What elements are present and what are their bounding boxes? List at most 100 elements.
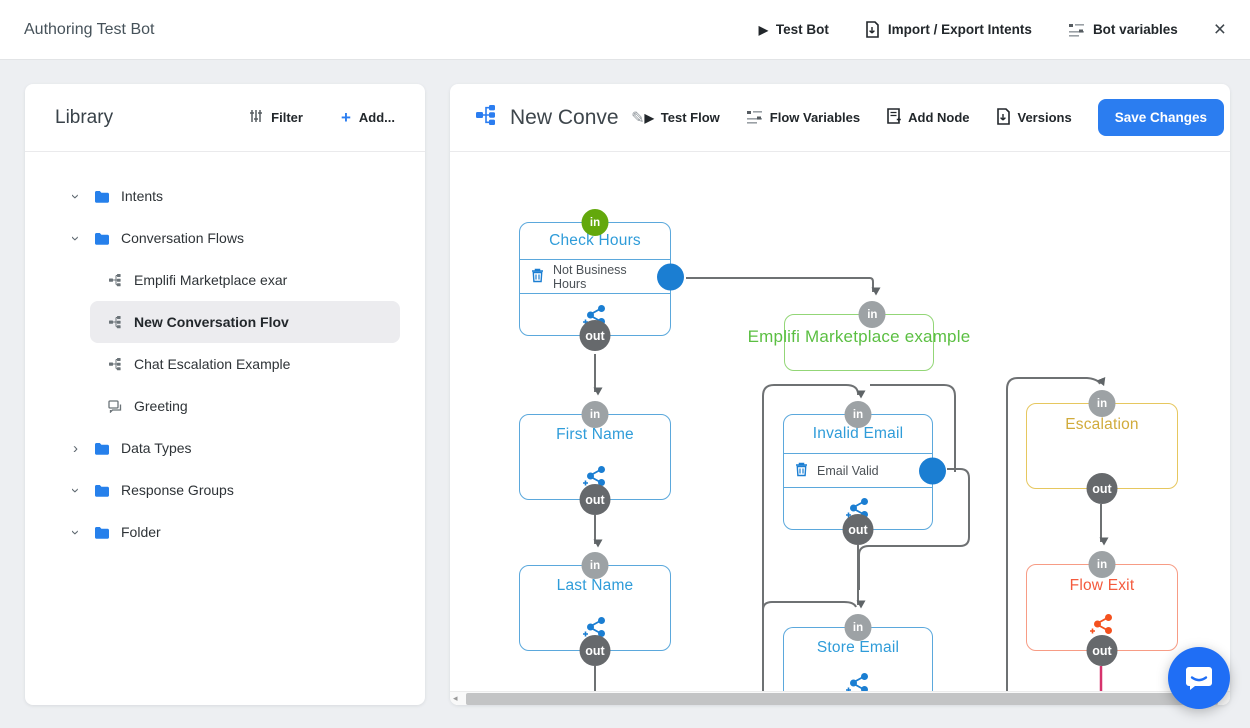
node-title: Flow Exit <box>1069 577 1135 594</box>
add-node-button[interactable]: Add Node <box>886 108 970 127</box>
node-escalation[interactable]: in Escalation out <box>1026 390 1178 504</box>
variables-icon <box>746 109 763 127</box>
chevron-down-icon[interactable]: › <box>67 235 84 241</box>
tree-item-emplifi-marketplace[interactable]: Emplifi Marketplace exar <box>25 259 425 301</box>
tree-item-label: Response Groups <box>121 482 234 498</box>
out-badge[interactable]: out <box>579 635 611 666</box>
in-badge[interactable]: in <box>844 614 872 641</box>
play-icon: ▶ <box>758 22 768 37</box>
node-row-not-business-hours[interactable]: Not Business Hours <box>520 259 684 293</box>
tree-item-new-conversation-flow[interactable]: New Conversation Flov <box>90 301 400 343</box>
trash-icon[interactable] <box>795 462 808 480</box>
tree-item-label: Chat Escalation Example <box>134 356 291 372</box>
flow-canvas[interactable]: in Check Hours Not Business Hours out in… <box>450 152 1230 705</box>
flow-variables-label: Flow Variables <box>769 110 861 125</box>
trash-icon[interactable] <box>531 268 544 286</box>
in-badge[interactable]: in <box>581 552 609 579</box>
in-badge[interactable]: in <box>581 209 609 236</box>
tree-item-label: Data Types <box>121 440 192 456</box>
save-changes-button[interactable]: Save Changes <box>1097 99 1224 136</box>
scroll-left-arrow-icon[interactable]: ◂ <box>453 693 458 703</box>
scrollbar-thumb[interactable] <box>466 693 1218 705</box>
row-label: Not Business Hours <box>553 262 627 291</box>
chevron-down-icon[interactable]: › <box>67 487 84 493</box>
in-badge[interactable]: in <box>581 401 609 428</box>
node-title: Check Hours <box>549 232 641 249</box>
flow-title: New Conversa <box>510 105 619 129</box>
folder-icon <box>93 190 110 203</box>
node-title: First Name <box>556 426 634 443</box>
library-panel: Library Filter + Add... › Intents › Conv… <box>25 84 425 705</box>
in-badge[interactable]: in <box>858 301 886 328</box>
out-badge[interactable]: out <box>1086 473 1118 504</box>
node-first-name[interactable]: in First Name out <box>519 401 671 515</box>
tree-item-label: Conversation Flows <box>121 230 244 246</box>
out-badge[interactable]: out <box>579 320 611 351</box>
plus-icon: + <box>340 108 351 127</box>
connection-port[interactable] <box>919 457 946 484</box>
test-flow-label: Test Flow <box>660 110 720 125</box>
canvas-horizontal-scrollbar[interactable]: ◂ <box>450 691 1230 705</box>
chevron-down-icon[interactable]: › <box>67 529 84 535</box>
node-title: Last Name <box>556 577 634 594</box>
tree-item-label: Greeting <box>134 398 188 414</box>
connection-port[interactable] <box>657 263 684 290</box>
test-flow-button[interactable]: ▶ Test Flow <box>645 110 720 125</box>
filter-label: Filter <box>271 110 303 125</box>
tree-item-chat-escalation[interactable]: Chat Escalation Example <box>25 343 425 385</box>
file-arrow-icon <box>996 107 1011 128</box>
library-actions: Filter + Add... <box>249 109 395 126</box>
node-last-name[interactable]: in Last Name out <box>519 552 671 666</box>
tree-item-conversation-flows[interactable]: › Conversation Flows <box>25 217 425 259</box>
add-label: Add... <box>358 110 395 125</box>
in-badge[interactable]: in <box>1088 551 1116 578</box>
folder-icon <box>93 232 110 245</box>
file-arrow-icon <box>865 21 880 38</box>
tree-item-folder[interactable]: › Folder <box>25 511 425 553</box>
flow-variables-button[interactable]: Flow Variables <box>746 109 860 127</box>
node-row-email-valid[interactable]: Email Valid <box>784 453 946 487</box>
flow-icon <box>106 315 123 329</box>
close-icon[interactable]: × <box>1213 18 1226 41</box>
filter-sliders-icon <box>249 109 263 126</box>
test-bot-label: Test Bot <box>775 22 829 37</box>
node-check-hours[interactable]: in Check Hours Not Business Hours out <box>519 209 684 351</box>
connector-lines <box>593 277 1109 693</box>
import-export-intents-button[interactable]: Import / Export Intents <box>865 21 1032 38</box>
out-badge[interactable]: out <box>1086 635 1118 666</box>
branch-section[interactable] <box>520 606 670 648</box>
chat-launcher-button[interactable] <box>1168 647 1230 709</box>
out-badge[interactable]: out <box>579 484 611 515</box>
document-plus-icon <box>886 108 901 127</box>
out-badge[interactable]: out <box>842 514 874 545</box>
bot-variables-label: Bot variables <box>1092 22 1178 37</box>
tree-item-response-groups[interactable]: › Response Groups <box>25 469 425 511</box>
flow-header: New Conversa ✎ ▶ Test Flow Flow Variable… <box>450 84 1230 152</box>
bot-variables-button[interactable]: Bot variables <box>1068 22 1178 37</box>
topbar: Authoring Test Bot ▶ Test Bot Import / E… <box>0 0 1250 60</box>
chevron-right-icon[interactable]: › <box>73 439 78 457</box>
flow-diagram-icon <box>476 105 498 130</box>
flow-panel: New Conversa ✎ ▶ Test Flow Flow Variable… <box>450 84 1230 705</box>
node-emplifi-marketplace[interactable]: in Emplifi Marketplace example <box>748 301 970 371</box>
versions-button[interactable]: Versions <box>996 107 1072 128</box>
library-tree: › Intents › Conversation Flows Emplifi M… <box>25 152 425 553</box>
bot-title: Authoring Test Bot <box>24 20 155 38</box>
in-badge[interactable]: in <box>1088 390 1116 417</box>
node-flow-exit[interactable]: in Flow Exit out <box>1026 551 1178 666</box>
tree-item-greeting[interactable]: Greeting <box>25 385 425 427</box>
add-button[interactable]: + Add... <box>341 109 395 126</box>
test-bot-button[interactable]: ▶ Test Bot <box>759 22 829 37</box>
branch-section[interactable] <box>520 455 670 497</box>
branch-section[interactable] <box>1027 607 1177 641</box>
edit-title-pencil-icon[interactable]: ✎ <box>631 109 645 127</box>
filter-button[interactable]: Filter <box>249 109 303 126</box>
in-badge[interactable]: in <box>844 401 872 428</box>
tree-item-data-types[interactable]: › Data Types <box>25 427 425 469</box>
play-icon: ▶ <box>644 110 654 125</box>
tree-item-intents[interactable]: › Intents <box>25 175 425 217</box>
node-invalid-email[interactable]: in Invalid Email Email Valid out <box>783 401 946 545</box>
versions-label: Versions <box>1017 110 1072 125</box>
add-branch-icon <box>583 617 605 637</box>
chevron-down-icon[interactable]: › <box>67 193 84 199</box>
